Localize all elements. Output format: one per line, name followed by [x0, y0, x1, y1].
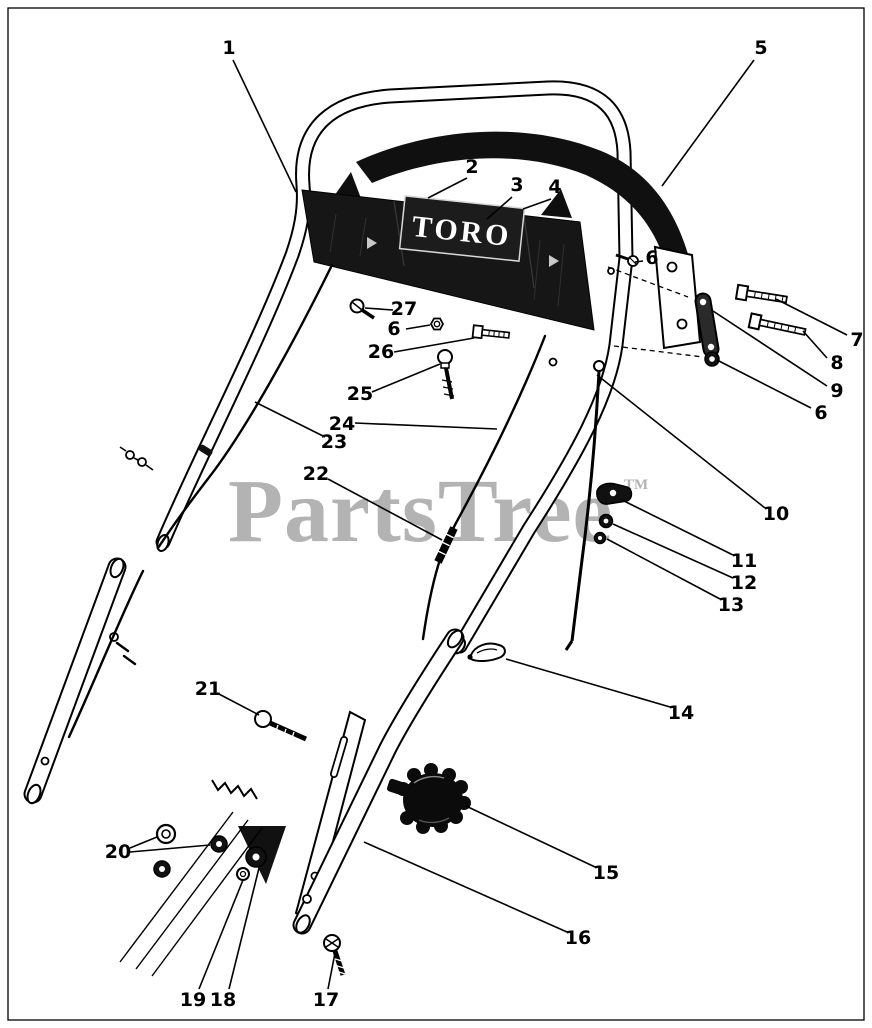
callout-7: 7	[850, 329, 863, 351]
callout-16: 16	[565, 927, 591, 949]
strap-bracket-9	[694, 292, 720, 358]
clip-left	[119, 446, 154, 471]
spring-20	[211, 779, 258, 800]
spring-22	[434, 526, 458, 564]
control-panel: TORO	[301, 189, 595, 331]
decal-band	[356, 131, 694, 291]
callout-5: 5	[754, 37, 767, 59]
bolt-8	[747, 312, 807, 336]
washer-20a	[155, 823, 177, 845]
callout-6b: 6	[387, 318, 400, 340]
screw-27	[349, 298, 375, 320]
callout-15: 15	[593, 862, 619, 884]
rod-10	[564, 360, 605, 651]
callout-11: 11	[731, 550, 757, 572]
callout-23: 23	[321, 431, 347, 453]
callout-8: 8	[830, 352, 843, 374]
callout-25: 25	[347, 383, 373, 405]
leader-lines	[119, 59, 848, 990]
screw-17	[323, 934, 346, 976]
carriage-bolt-25	[437, 349, 455, 400]
callout-20: 20	[105, 841, 131, 863]
callout-4: 4	[548, 176, 561, 198]
tube-hole	[548, 357, 558, 367]
callout-19: 19	[180, 989, 206, 1011]
clamp-11	[596, 482, 633, 505]
tube-hole	[607, 267, 615, 275]
callout-24: 24	[329, 413, 355, 435]
callout-13: 13	[718, 594, 744, 616]
nut-20c	[153, 860, 171, 878]
panel-tab-right	[541, 189, 572, 218]
callout-3: 3	[510, 174, 523, 196]
cable-left	[67, 263, 334, 739]
clip-14	[467, 642, 506, 663]
panel-arrow-left-icon	[367, 237, 377, 249]
bolt-26	[471, 324, 511, 340]
screw-6a	[615, 253, 639, 267]
nut-6b	[429, 317, 445, 331]
callout-22: 22	[303, 463, 329, 485]
nut-13	[593, 531, 607, 545]
callout-27: 27	[391, 298, 417, 320]
callout-18: 18	[210, 989, 236, 1011]
bolt-21	[254, 710, 308, 742]
callout-21: 21	[195, 678, 221, 700]
callouts: 1 2 3 4 5 6 27 6 26 25 24 23 7 8 9 6 10 …	[105, 37, 864, 1011]
callout-1: 1	[222, 37, 235, 59]
panel-arrow-right-icon	[549, 255, 559, 267]
grommet-18	[245, 846, 267, 868]
callout-17: 17	[313, 989, 339, 1011]
callout-10: 10	[763, 503, 789, 525]
callout-6c: 6	[814, 402, 827, 424]
knob-15	[386, 763, 471, 834]
mount-bracket-right	[653, 245, 702, 350]
washer-19	[236, 867, 250, 881]
alignment-dashes	[607, 266, 704, 358]
callout-9: 9	[830, 380, 843, 402]
callout-6a: 6	[645, 247, 658, 269]
callout-14: 14	[668, 702, 694, 724]
lower-handle-left	[23, 557, 127, 805]
nut-20b	[210, 835, 228, 853]
callout-12: 12	[731, 572, 757, 594]
lower-handle-right	[292, 628, 465, 935]
page-border	[7, 7, 865, 1021]
bolt-7	[734, 283, 788, 304]
logo-plate: TORO	[398, 195, 526, 262]
callout-26: 26	[368, 341, 394, 363]
nut-6c	[704, 351, 720, 367]
callout-2: 2	[465, 156, 478, 178]
washer-12	[598, 513, 614, 529]
cable-tie	[198, 444, 213, 457]
panel-tab-left	[332, 172, 362, 201]
